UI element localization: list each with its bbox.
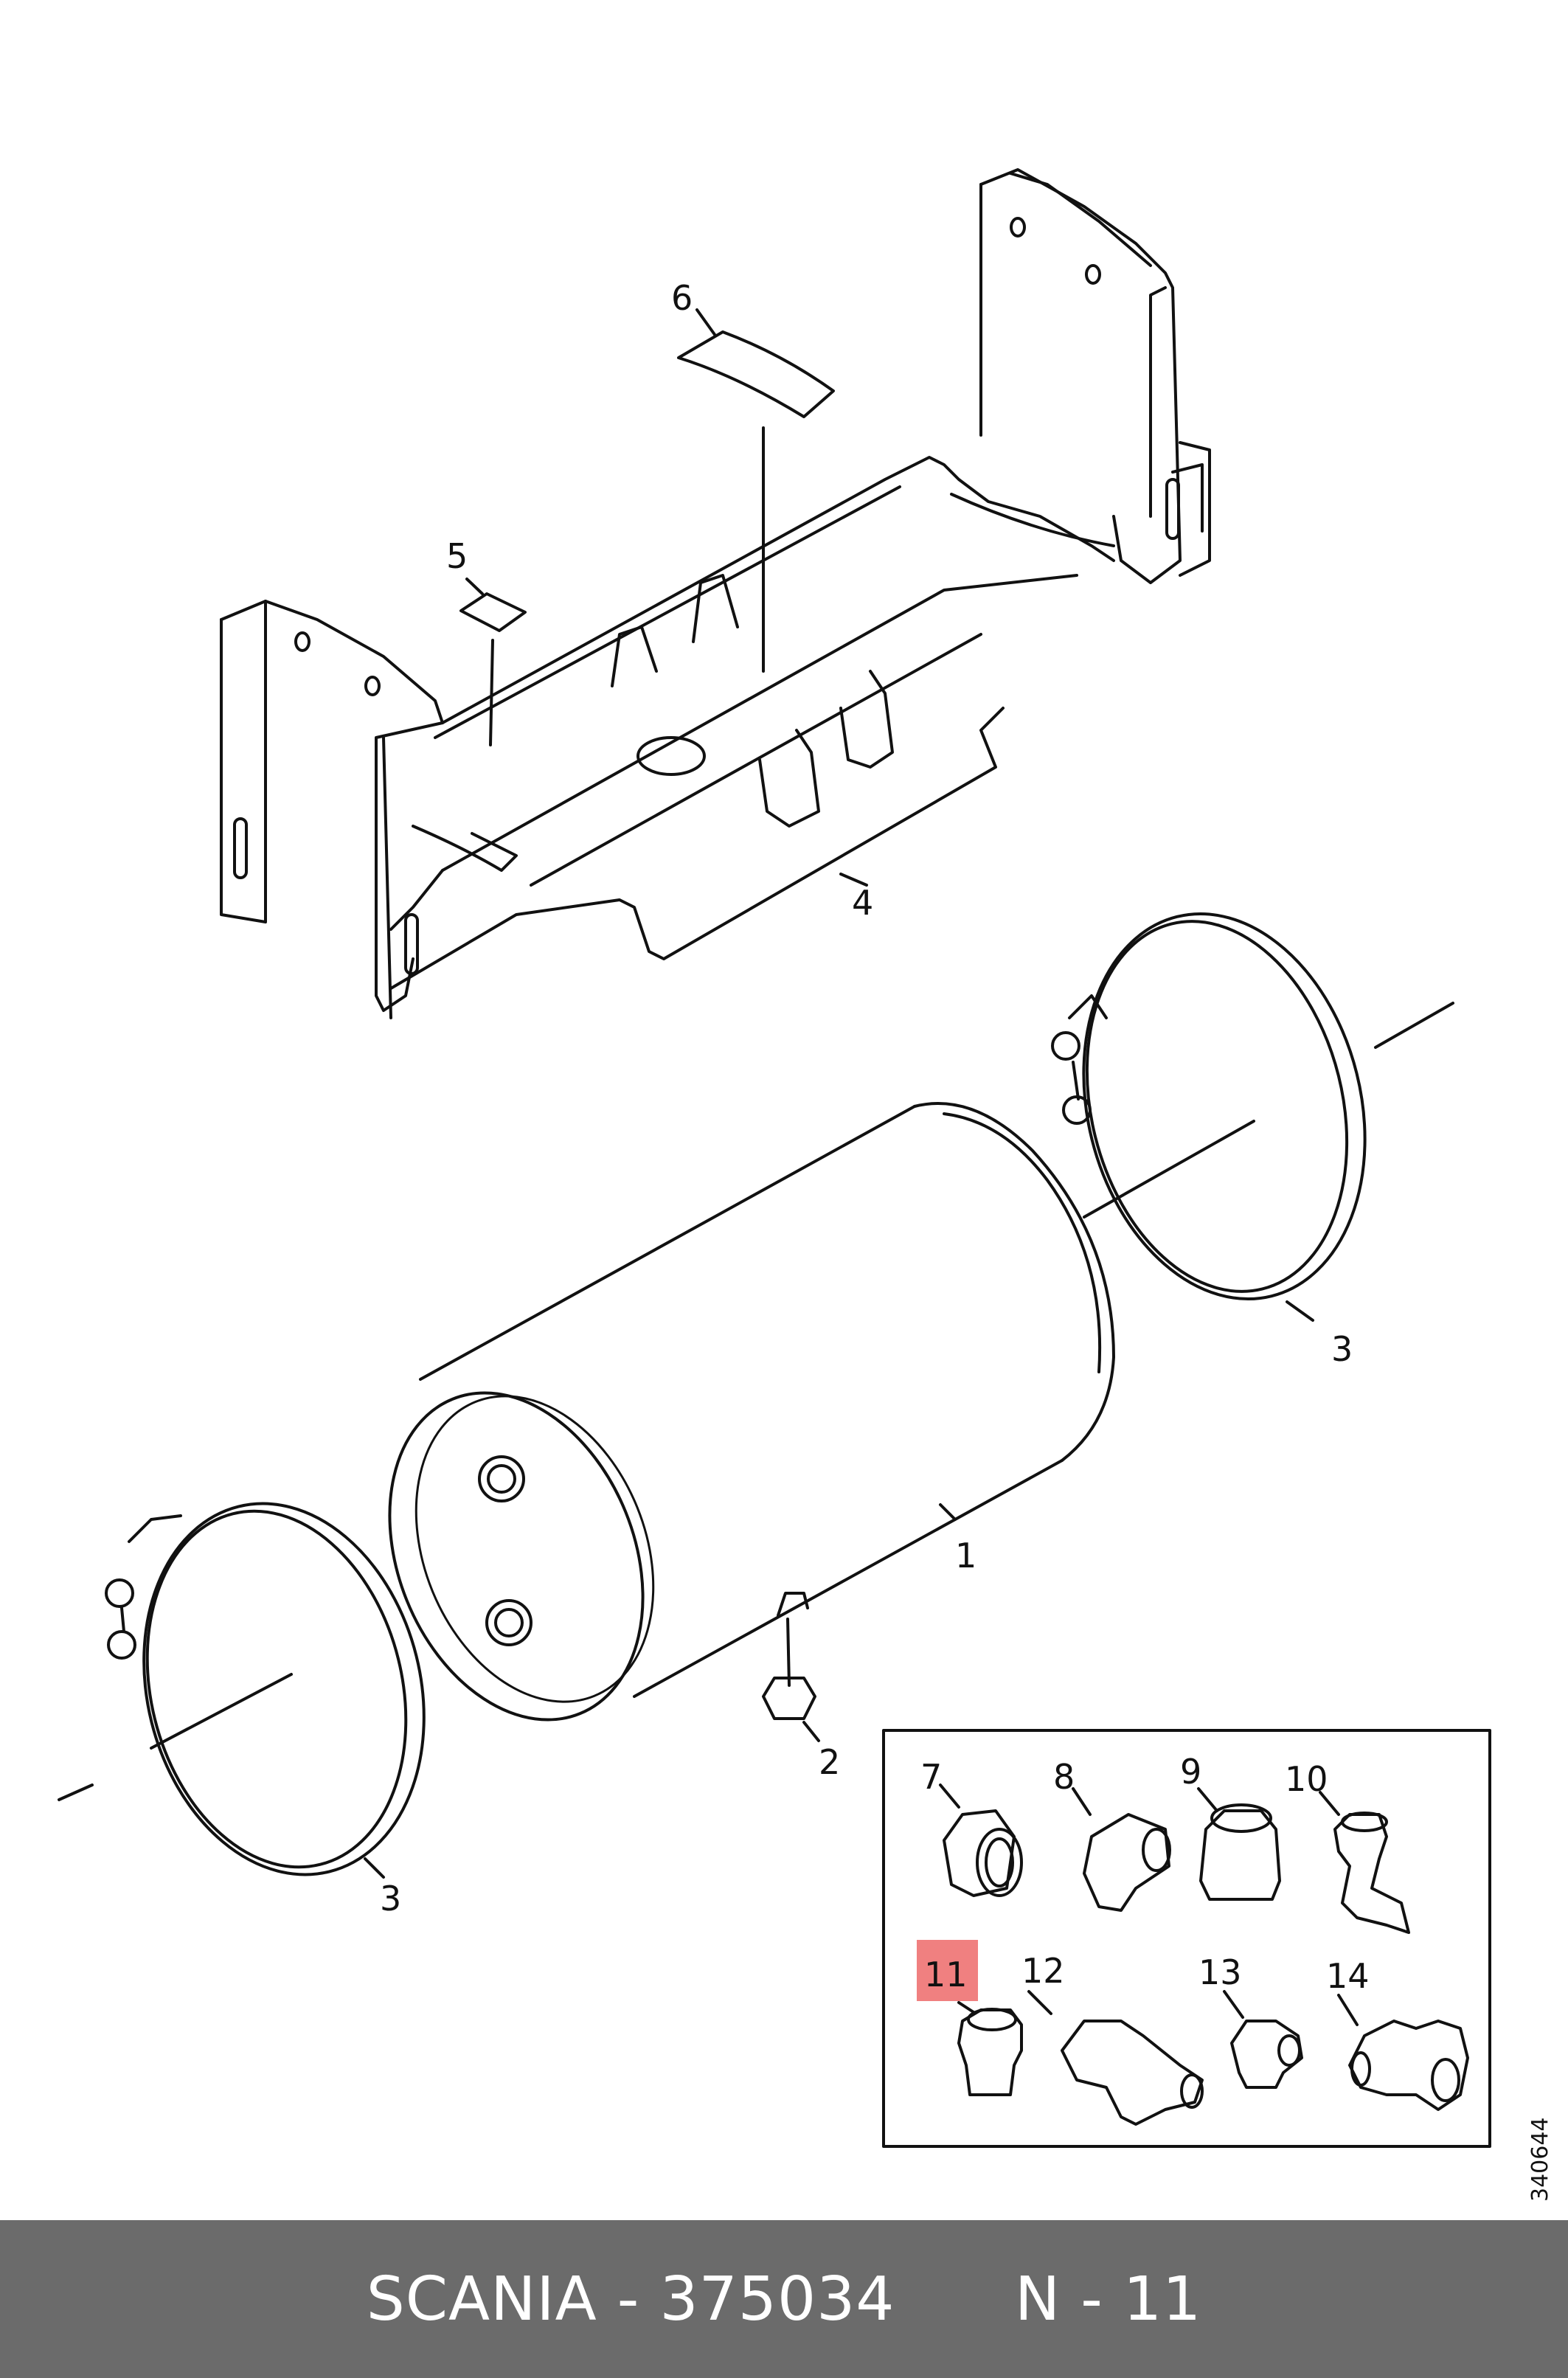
fittings-inset bbox=[882, 1729, 1491, 2148]
air-tank-part-1 bbox=[388, 1102, 1115, 1722]
callout-9: 9 bbox=[1180, 1752, 1201, 1792]
footer-caption: SCANIA - 375034 N - 11 bbox=[0, 2220, 1568, 2378]
callout-1: 1 bbox=[955, 1536, 976, 1575]
callout-8: 8 bbox=[1053, 1757, 1075, 1797]
callout-3-right: 3 bbox=[1331, 1329, 1353, 1369]
callout-5: 5 bbox=[446, 536, 468, 576]
caption-gap bbox=[895, 2264, 1014, 2334]
callout-3-left: 3 bbox=[380, 1879, 401, 1918]
callout-12: 12 bbox=[1021, 1951, 1065, 1991]
bracket-part-4 bbox=[220, 168, 1211, 1019]
parts-diagram: 1 2 3 3 4 5 6 7 8 9 10 11 12 13 14 34064… bbox=[58, 168, 1553, 2202]
fitting-7 bbox=[939, 1784, 1023, 1897]
highlight-box-11 bbox=[917, 1940, 978, 2001]
pad-part-6 bbox=[677, 330, 835, 418]
position-label: N - 11 bbox=[1014, 2264, 1202, 2334]
callout-6: 6 bbox=[671, 278, 693, 318]
fitting-8 bbox=[1072, 1787, 1171, 1912]
fitting-14 bbox=[1337, 1994, 1469, 2111]
fitting-10 bbox=[1319, 1791, 1410, 1934]
footer-bar: SCANIA - 375034 N - 11 bbox=[0, 2220, 1568, 2378]
callout-14: 14 bbox=[1326, 1956, 1370, 1996]
fitting-9 bbox=[1197, 1787, 1281, 1901]
callout-2: 2 bbox=[819, 1742, 840, 1782]
drawing-reference-number: 340644 bbox=[1527, 2117, 1553, 2202]
part-number: 375034 bbox=[659, 2264, 895, 2334]
strap-clamp-right-part-3 bbox=[1051, 912, 1454, 1322]
drain-plug-part-2 bbox=[762, 1677, 816, 1720]
callout-4: 4 bbox=[852, 883, 873, 923]
callout-10: 10 bbox=[1285, 1759, 1328, 1799]
callout-11: 11 bbox=[924, 1955, 968, 1994]
fitting-12 bbox=[1027, 1990, 1204, 2126]
caption-separator: - bbox=[597, 2264, 660, 2334]
callout-7: 7 bbox=[920, 1757, 942, 1797]
fitting-13 bbox=[1223, 1990, 1303, 2089]
brand-name: SCANIA bbox=[366, 2264, 597, 2334]
fitting-11 bbox=[957, 2001, 1023, 2096]
strap-clamp-left-part-3 bbox=[58, 1502, 426, 1879]
pad-part-5 bbox=[459, 592, 527, 632]
callout-13: 13 bbox=[1198, 1952, 1242, 1992]
